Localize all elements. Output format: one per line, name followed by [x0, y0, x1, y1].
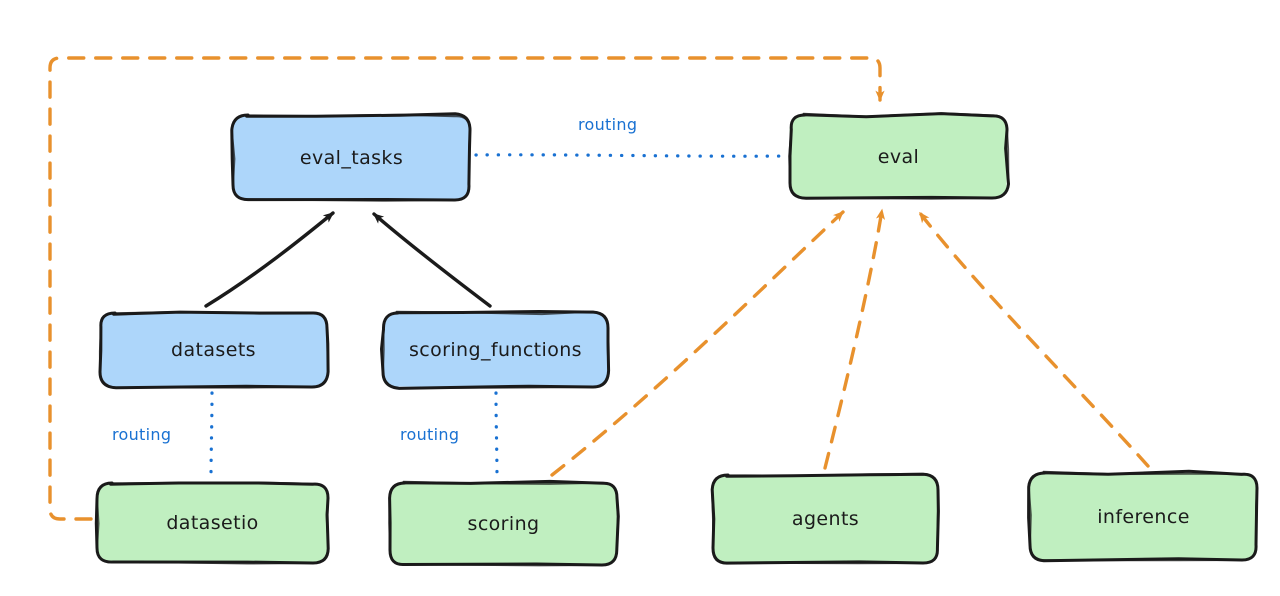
edge-scoringfn-to-eval_tasks — [372, 212, 492, 308]
node-agents[interactable]: agents — [708, 470, 943, 568]
edge-scoringfn-to-scoring — [494, 391, 499, 479]
edge-scoring-to-eval — [550, 210, 845, 477]
node-shape-datasets — [98, 310, 330, 390]
node-shape-datasetio — [94, 481, 330, 565]
node-datasetio[interactable]: datasetio — [92, 478, 333, 568]
edge-label-routing-datasetio: routing — [112, 425, 172, 444]
node-shape-scoring — [388, 479, 620, 567]
node-label-datasets: datasets — [171, 339, 256, 361]
node-shape-scoring_functions — [380, 310, 611, 390]
node-shape-agents — [710, 472, 940, 565]
edge-datasets-to-eval_tasks — [204, 211, 335, 308]
node-scoring_functions[interactable]: scoring_functions — [378, 308, 613, 392]
node-eval[interactable]: eval — [785, 110, 1012, 203]
node-label-datasetio: datasetio — [166, 512, 259, 534]
edge-label-routing-eval: routing — [578, 115, 638, 134]
node-shape-eval_tasks — [230, 112, 472, 202]
node-label-eval_tasks: eval_tasks — [299, 146, 404, 169]
node-label-eval: eval — [877, 145, 920, 168]
node-inference[interactable]: inference — [1025, 468, 1262, 565]
edge-datasets-to-datasetio — [209, 391, 214, 479]
node-shape-eval — [788, 112, 1010, 200]
edge-agents-to-eval — [823, 208, 886, 470]
edge-inference-to-eval — [918, 211, 1150, 468]
edge-eval_tasks-to-eval — [474, 153, 786, 158]
node-eval_tasks[interactable]: eval_tasks — [228, 110, 475, 205]
node-label-inference: inference — [1097, 505, 1190, 528]
node-scoring[interactable]: scoring — [385, 478, 622, 570]
edge-datasetio-to-eval — [48, 56, 885, 521]
node-label-agents: agents — [791, 508, 860, 530]
node-datasets[interactable]: datasets — [95, 308, 332, 392]
node-label-scoring_functions: scoring_functions — [409, 339, 582, 361]
node-shape-inference — [1027, 469, 1259, 563]
edge-label-routing-scoring: routing — [400, 425, 460, 444]
node-label-scoring: scoring — [467, 513, 540, 535]
